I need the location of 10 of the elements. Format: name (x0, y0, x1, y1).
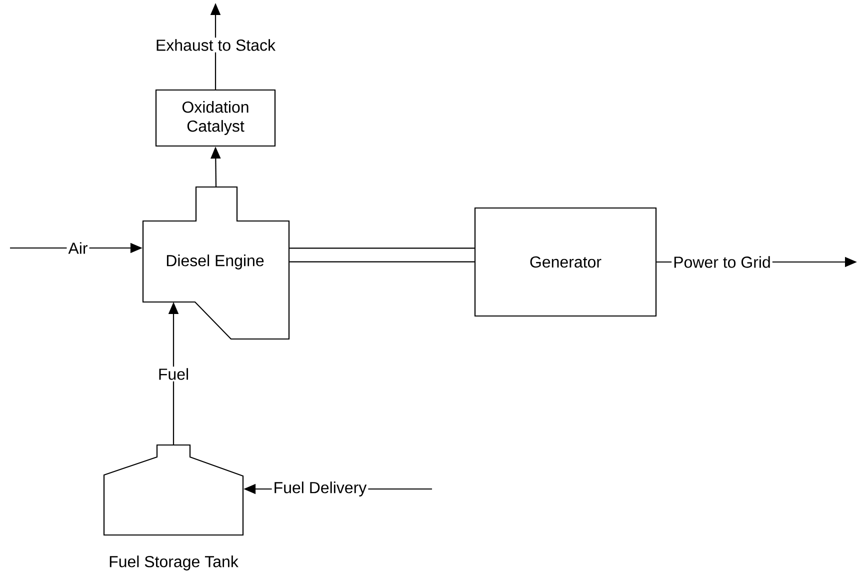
edge-label: Power to Grid (672, 254, 772, 270)
catalyst-box: Oxidation Catalyst (155, 89, 276, 147)
node-label: Fuel Storage Tank (110, 556, 238, 570)
shaft-line (290, 248, 474, 262)
edge-label: Air (66, 240, 90, 256)
edge-label: Fuel Delivery (272, 480, 368, 498)
edge-label: Exhaust to Stack (154, 38, 278, 52)
storage-tank: Fuel Storage Tank (103, 444, 244, 570)
generator-box: Generator (474, 207, 657, 317)
edge-label: Fuel (156, 366, 191, 382)
